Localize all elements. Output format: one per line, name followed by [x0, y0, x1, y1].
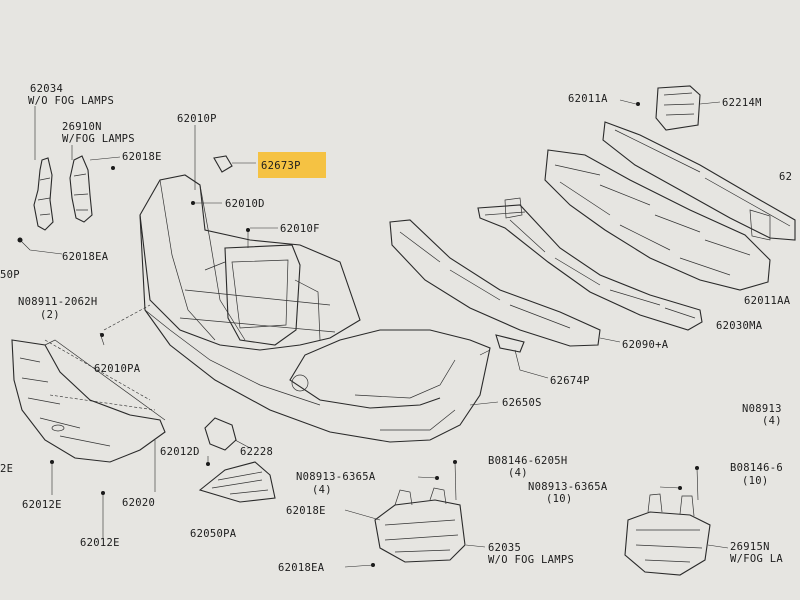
- label-62012d: 62012D: [160, 446, 200, 458]
- label-62228: 62228: [240, 446, 273, 458]
- label-62018ea-b: 62018EA: [278, 562, 325, 574]
- label-62673p: 62673P: [261, 160, 301, 172]
- label-62011a: 62011A: [568, 93, 608, 105]
- highlight-box: [258, 152, 326, 178]
- label-62010pa: 62010PA: [94, 363, 141, 375]
- deflector-62650s-piece: [389, 219, 601, 347]
- label-62010d: 62010D: [225, 198, 265, 210]
- label-62650s: 62650S: [502, 397, 542, 409]
- bracket-62228: [204, 417, 237, 451]
- label-62035: 62035: [488, 542, 521, 554]
- label-62012e-a: 62012E: [22, 499, 62, 511]
- label-n08911-2062h: N08911-2062H: [18, 296, 97, 308]
- label-2e: 2E: [0, 463, 13, 475]
- label-qty-2: (2): [40, 309, 60, 321]
- label-n08913-right: N08913: [742, 403, 782, 415]
- label-qty-4-c: (4): [312, 484, 332, 496]
- absorber-62090: [544, 149, 771, 291]
- label-26910n: 26910N: [62, 121, 102, 133]
- label-50p: 50P: [0, 269, 20, 281]
- label-wo-fog-lamps-1: W/O FOG LAMPS: [28, 95, 114, 107]
- cover-62050pa: [198, 461, 276, 503]
- bracket-62035: [374, 487, 466, 563]
- clip-62673p: [213, 155, 233, 173]
- label-62010p: 62010P: [177, 113, 217, 125]
- label-qty-4-right: (4): [762, 415, 782, 427]
- label-wo-fog-lamps-2: W/O FOG LAMPS: [488, 554, 574, 566]
- reinforcement-62030ma: [477, 197, 703, 331]
- label-62-edge: 62: [779, 171, 792, 183]
- label-62018ea-a: 62018EA: [62, 251, 109, 263]
- label-62018e-a: 62018E: [122, 151, 162, 163]
- label-62050pa: 62050PA: [190, 528, 237, 540]
- label-w-fog-la-2: W/FOG LA: [730, 553, 783, 565]
- label-n08913-6365a-a: N08913-6365A: [296, 471, 376, 483]
- bracket-26910n: [69, 145, 121, 223]
- grille-frame-62010f: [179, 244, 336, 346]
- label-62090a: 62090+A: [622, 339, 669, 351]
- label-w-fog-lamps-1: W/FOG LAMPS: [62, 133, 135, 145]
- part-labels: 62034 W/O FOG LAMPS 26910N W/FOG LAMPS 6…: [0, 83, 792, 574]
- label-b08146-6: B08146-6: [730, 462, 783, 474]
- stay-62214m: [655, 85, 701, 131]
- label-62034: 62034: [30, 83, 63, 95]
- label-62030ma: 62030MA: [716, 320, 763, 332]
- upper-beam: [602, 121, 796, 241]
- label-62011aa: 62011AA: [744, 295, 791, 307]
- bracket-62034: [33, 106, 54, 231]
- label-62018e-b: 62018E: [286, 505, 326, 517]
- bumper-fascia: [139, 174, 491, 443]
- label-62012e-b: 62012E: [80, 537, 120, 549]
- label-62010f: 62010F: [280, 223, 320, 235]
- label-62020: 62020: [122, 497, 155, 509]
- label-62674p: 62674P: [550, 375, 590, 387]
- label-n08913-6365a-b: N08913-6365A: [528, 481, 608, 493]
- label-qty-10-b: (10): [742, 475, 769, 487]
- label-62214m: 62214M: [722, 97, 762, 109]
- clip-62674p: [495, 334, 525, 353]
- label-qty-10-a: (10): [546, 493, 573, 505]
- lower-grille-62020: [11, 339, 166, 463]
- bracket-26915n: [624, 493, 711, 576]
- label-qty-4-b: (4): [508, 467, 528, 479]
- label-26915n: 26915N: [730, 541, 770, 553]
- label-b08146-6205h: B08146-6205H: [488, 455, 567, 467]
